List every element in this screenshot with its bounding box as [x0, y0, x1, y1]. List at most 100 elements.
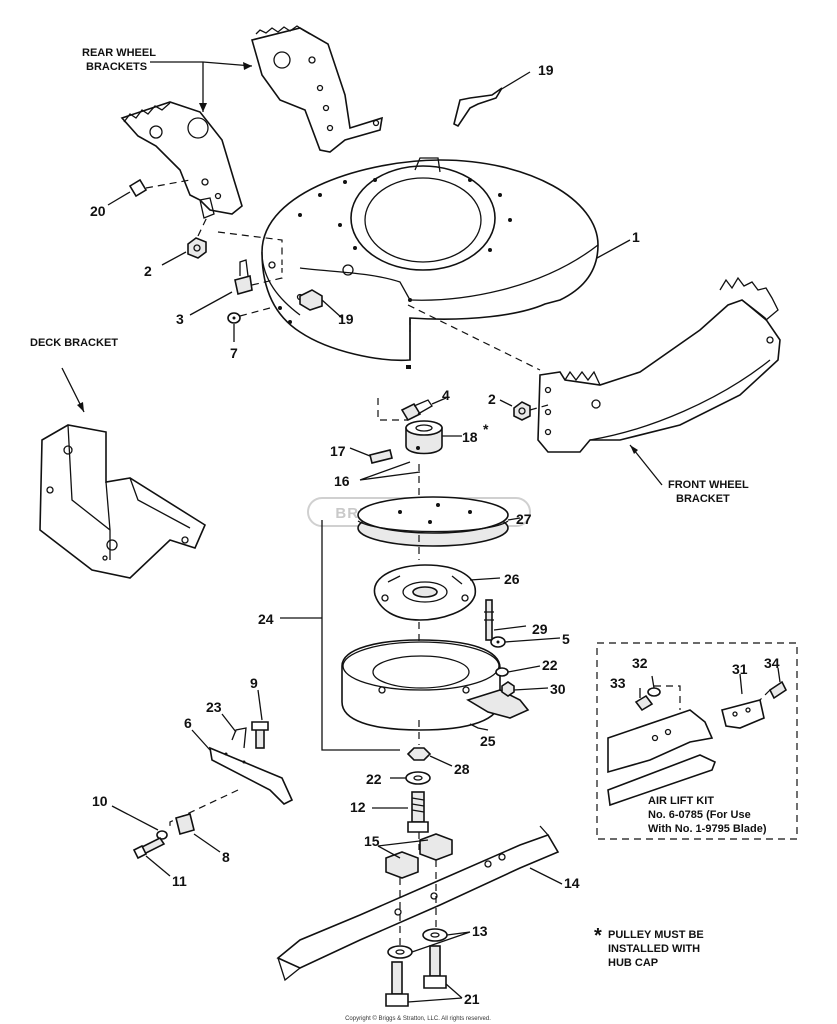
callout-4: 4	[442, 387, 450, 403]
dash-6	[169, 789, 239, 830]
part-6-bracket	[208, 746, 294, 805]
callout-20: 20	[90, 203, 106, 219]
callout-25: 25	[480, 733, 496, 749]
callout-18-asterisk: *	[483, 421, 489, 437]
leader-5	[504, 637, 561, 643]
leader-26	[469, 577, 501, 581]
leader-8	[193, 833, 221, 853]
callout-5: 5	[562, 631, 570, 647]
leader-19-lower	[321, 299, 343, 319]
leader-21	[407, 983, 463, 1003]
callout-24: 24	[258, 611, 274, 627]
part-9-bolt	[251, 721, 269, 749]
part-15-adapters	[385, 833, 453, 879]
callout-3: 3	[176, 311, 184, 327]
pulley-note-2: INSTALLED WITH	[608, 943, 700, 955]
part-21-bolts	[385, 945, 447, 1007]
dash-upper-left	[217, 231, 283, 265]
label-air-lift-kit-1: AIR LIFT KIT	[648, 795, 714, 807]
bracket-24	[321, 520, 400, 751]
callout-22: 22	[542, 657, 558, 673]
leader-11	[145, 855, 171, 877]
dash-20	[145, 179, 191, 189]
label-rear-wheel-brackets-1: REAR WHEEL	[82, 47, 156, 59]
leader-9	[257, 689, 263, 721]
deck-bracket	[39, 424, 207, 579]
callout-34: 34	[764, 655, 780, 671]
dash-2-right	[529, 404, 549, 411]
callout-16: 16	[334, 473, 350, 489]
part-2-nut-left	[187, 237, 207, 259]
part-28-nut	[406, 747, 432, 761]
rear-wheel-bracket-lower	[120, 101, 243, 219]
callout-29: 29	[532, 621, 548, 637]
callout-12: 12	[350, 799, 366, 815]
dash-center	[407, 304, 541, 371]
callout-21: 21	[464, 991, 480, 1007]
callout-10: 10	[92, 793, 108, 809]
callout-22: 22	[366, 771, 382, 787]
leader-29	[493, 625, 527, 631]
part-19-clip-upper	[453, 87, 503, 128]
callout-8: 8	[222, 849, 230, 865]
copyright: Copyright © Briggs & Stratton, LLC. All …	[345, 1015, 491, 1022]
dash-2-left	[197, 214, 209, 237]
pulley-note-1: PULLEY MUST BE	[608, 929, 704, 941]
leader-rear-brackets-right	[150, 61, 253, 67]
callout-23: 23	[206, 699, 222, 715]
part-7-washer	[227, 312, 241, 324]
dash-4	[377, 398, 408, 421]
leader-1	[596, 239, 631, 259]
callout-9: 9	[250, 675, 258, 691]
leader-17	[349, 447, 371, 457]
part-27-disc	[357, 496, 509, 547]
callout-2: 2	[488, 391, 496, 407]
leader-6	[191, 729, 211, 751]
callout-7: 7	[230, 345, 238, 361]
callout-14: 14	[564, 875, 580, 891]
dash-7	[239, 307, 271, 317]
leader-22-30	[507, 665, 549, 691]
callout-2: 2	[144, 263, 152, 279]
part-12-bolt	[407, 791, 429, 833]
part-23-spring	[231, 727, 247, 749]
callout-31: 31	[732, 661, 748, 677]
callout-30: 30	[550, 681, 566, 697]
label-air-lift-kit-2: No. 6-0785 (For Use	[648, 809, 751, 821]
part-22-washer-center	[405, 771, 431, 785]
leader-kit	[639, 667, 781, 698]
leader-19-upper	[499, 71, 531, 91]
part-10-washer	[156, 830, 168, 840]
callout-13: 13	[472, 923, 488, 939]
label-front-wheel-bracket-1: FRONT WHEEL	[668, 479, 749, 491]
callout-27: 27	[516, 511, 532, 527]
dash-3	[251, 268, 283, 286]
part-26-brake	[373, 564, 477, 621]
callout-6: 6	[184, 715, 192, 731]
front-wheel-bracket	[537, 276, 781, 453]
mower-deck-housing	[261, 157, 599, 369]
callout-32: 32	[632, 655, 648, 671]
pulley-note-3: HUB CAP	[608, 957, 658, 969]
leader-15	[377, 839, 429, 859]
leader-2-left	[161, 251, 187, 266]
pulley-note-asterisk: *	[594, 925, 602, 947]
dash-centerline	[399, 464, 437, 950]
part-30-nut	[501, 681, 515, 697]
part-18-pulley	[405, 420, 443, 455]
callout-17: 17	[330, 443, 346, 459]
part-22-nut-right	[495, 667, 509, 677]
label-rear-wheel-brackets-2: BRACKETS	[86, 61, 147, 73]
callout-33: 33	[610, 675, 626, 691]
leader-10	[111, 805, 159, 831]
part-11-bolt	[132, 836, 166, 860]
part-29-stud	[484, 599, 494, 641]
part-8-clip	[175, 813, 195, 835]
callout-1: 1	[632, 229, 640, 245]
label-deck-bracket: DECK BRACKET	[30, 337, 118, 349]
leader-4	[431, 397, 447, 405]
callout-18: 18	[462, 429, 478, 445]
leader-2-right	[499, 399, 513, 407]
leader-16	[359, 461, 421, 481]
